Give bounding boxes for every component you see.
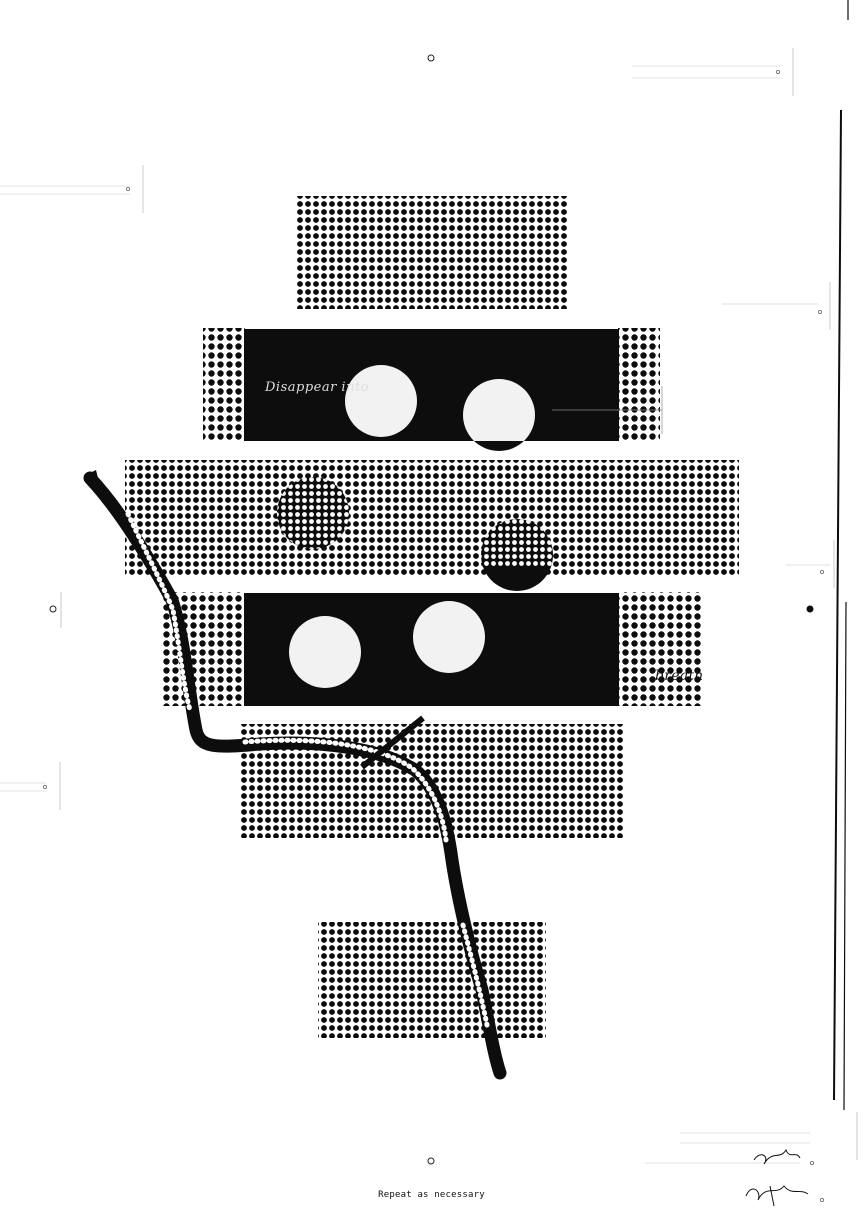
side-dot [806,605,814,613]
handwritten-text-bottom: breath [655,668,704,684]
registration-top [427,54,435,62]
dot-block-6 [318,922,546,1038]
winding-line [83,470,507,1080]
registration-left [49,605,57,613]
circle-band-bottom-1 [289,616,361,688]
circle-band-top-2 [463,379,535,451]
circle-band-bottom-2 [413,601,485,673]
dot-block-2-right [618,328,660,441]
right-edge-rule [833,109,842,1101]
dot-block-4-right [618,592,701,706]
poster-caption: Repeat as necessary [378,1190,485,1200]
signature [745,1148,809,1207]
dot-block-2-left [203,328,245,441]
circle-band-top-1 [345,365,417,437]
black-band-top [244,329,619,441]
margin-marks [0,48,858,1164]
dot-block-1 [297,196,567,309]
dot-block-3 [125,460,739,576]
registration-bottom [427,1157,435,1165]
handwritten-text-top: Disappear into [265,380,370,395]
